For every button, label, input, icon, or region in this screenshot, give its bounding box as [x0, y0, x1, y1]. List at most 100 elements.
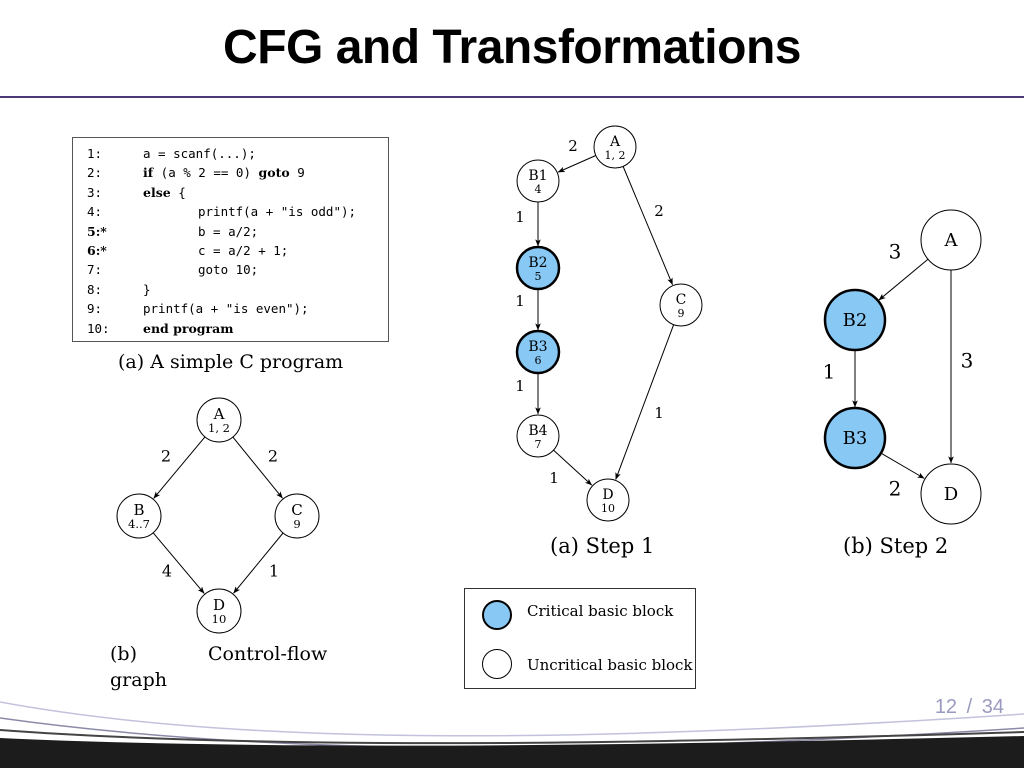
node-block-lines: 10 — [601, 502, 615, 515]
code-line-text: end program — [143, 319, 233, 338]
uncritical-swatch — [482, 649, 512, 679]
code-line-number: 4: — [87, 204, 103, 220]
code-line-text: goto 10; — [198, 262, 259, 278]
node-block-lines: 4..7 — [128, 517, 150, 531]
footer-decoration — [0, 701, 1024, 768]
critical-node-B3 — [823, 406, 887, 470]
node-label: B3 — [843, 428, 868, 449]
node-label: B4 — [528, 423, 547, 439]
edge-B3-D — [880, 452, 925, 479]
node-B1 — [516, 159, 560, 203]
node-block-lines: 1, 2 — [208, 421, 230, 435]
node-label: A — [609, 134, 621, 150]
node-label: B1 — [528, 168, 547, 184]
code-line-number: 2: — [87, 165, 103, 181]
step2-caption: (b) Step 2 — [843, 534, 949, 558]
edge-weight: 3 — [889, 240, 902, 264]
critical-node-B3 — [515, 329, 561, 375]
node-C — [274, 493, 320, 539]
edge-weight: 1 — [515, 377, 525, 395]
cfg-caption-label: (b) — [110, 643, 137, 665]
code-line-text: else { — [143, 184, 186, 200]
node-block-lines: 5 — [535, 270, 542, 283]
code-line-text: if (a % 2 == 0) goto 9 — [143, 165, 305, 181]
slide-title: CFG and Transformations — [223, 21, 801, 74]
edge-weight: 1 — [823, 360, 836, 384]
page-separator: / — [966, 696, 973, 718]
code-line-text: a = scanf(...); — [143, 146, 256, 161]
critical-swatch — [482, 600, 512, 630]
edge-A-C — [232, 436, 283, 499]
node-B4 — [516, 414, 560, 458]
step1-caption: (a) Step 1 — [550, 534, 655, 558]
edge-A-C — [622, 166, 673, 286]
edge-weight: 1 — [515, 292, 525, 310]
node-D — [920, 463, 982, 525]
edge-weight: 1 — [269, 562, 279, 581]
node-A — [196, 397, 242, 443]
edge-weight: 2 — [889, 477, 902, 501]
node-block-lines: 7 — [535, 438, 542, 451]
node-block-lines: 4 — [535, 183, 542, 196]
code-listing: 1: a = scanf(...); 2: if (a % 2 == 0) goto … — [72, 137, 389, 342]
edge-A-B1 — [557, 155, 596, 173]
edge-B-D — [152, 532, 205, 594]
edge-weight: 1 — [654, 404, 664, 422]
edge-weight: 2 — [654, 202, 664, 220]
node-label: A — [213, 405, 225, 423]
node-D — [586, 478, 630, 522]
cfg-caption-title-cont: graph — [110, 669, 167, 691]
legend-critical-label: Critical basic block — [527, 602, 674, 620]
edge-C-D — [233, 532, 284, 594]
node-block-lines: 9 — [678, 307, 685, 320]
edge-weight: 3 — [961, 349, 974, 373]
node-label: B2 — [528, 255, 547, 271]
edge-C-D — [615, 324, 675, 480]
node-label: C — [676, 292, 687, 308]
edge-weight: 2 — [568, 137, 578, 155]
code-line-number: 1: — [87, 146, 103, 161]
code-keyword: else — [143, 184, 171, 200]
node-label: C — [291, 501, 302, 519]
node-label: B2 — [843, 310, 868, 331]
node-B — [116, 493, 162, 539]
node-block-lines: 10 — [212, 612, 227, 626]
edge-A-B2 — [878, 258, 929, 301]
program-caption: (a) A simple C program — [118, 351, 344, 373]
node-label: B3 — [528, 339, 547, 355]
title-divider — [0, 96, 1024, 98]
node-label: D — [944, 484, 958, 505]
edge-weight: 2 — [268, 447, 278, 466]
code-line-number: 8: — [87, 281, 103, 297]
code-line-text: printf(a + "is even"); — [143, 301, 309, 317]
edge-weight: 4 — [162, 562, 172, 581]
code-keyword: goto — [258, 165, 290, 181]
code-keyword: if — [143, 165, 154, 181]
edge-weight: 1 — [515, 208, 525, 226]
cfg-caption-title: Control-flow — [208, 643, 328, 665]
legend-uncritical-label: Uncritical basic block — [527, 656, 693, 674]
page-number: 12 / 34 — [935, 696, 1004, 719]
code-keyword: end program — [143, 320, 234, 336]
critical-node-B2 — [515, 245, 561, 291]
critical-node-B2 — [823, 288, 887, 352]
node-block-lines: 9 — [293, 517, 300, 531]
node-A — [920, 209, 982, 271]
code-line-text: printf(a + "is odd"); — [198, 204, 357, 220]
code-line-number: 9: — [87, 301, 103, 317]
code-line-number: 6:* — [87, 243, 107, 258]
code-line-number: 3: — [87, 184, 103, 200]
node-block-lines: 6 — [535, 354, 542, 367]
page-current: 12 — [934, 696, 958, 718]
code-line-text: b = a/2; — [198, 223, 259, 239]
node-label: A — [944, 230, 959, 251]
code-line-number: 5:* — [87, 223, 107, 239]
edge-B4-D — [553, 449, 593, 486]
node-A — [593, 125, 637, 169]
page-total: 34 — [981, 696, 1004, 718]
edge-A-B — [153, 436, 206, 499]
